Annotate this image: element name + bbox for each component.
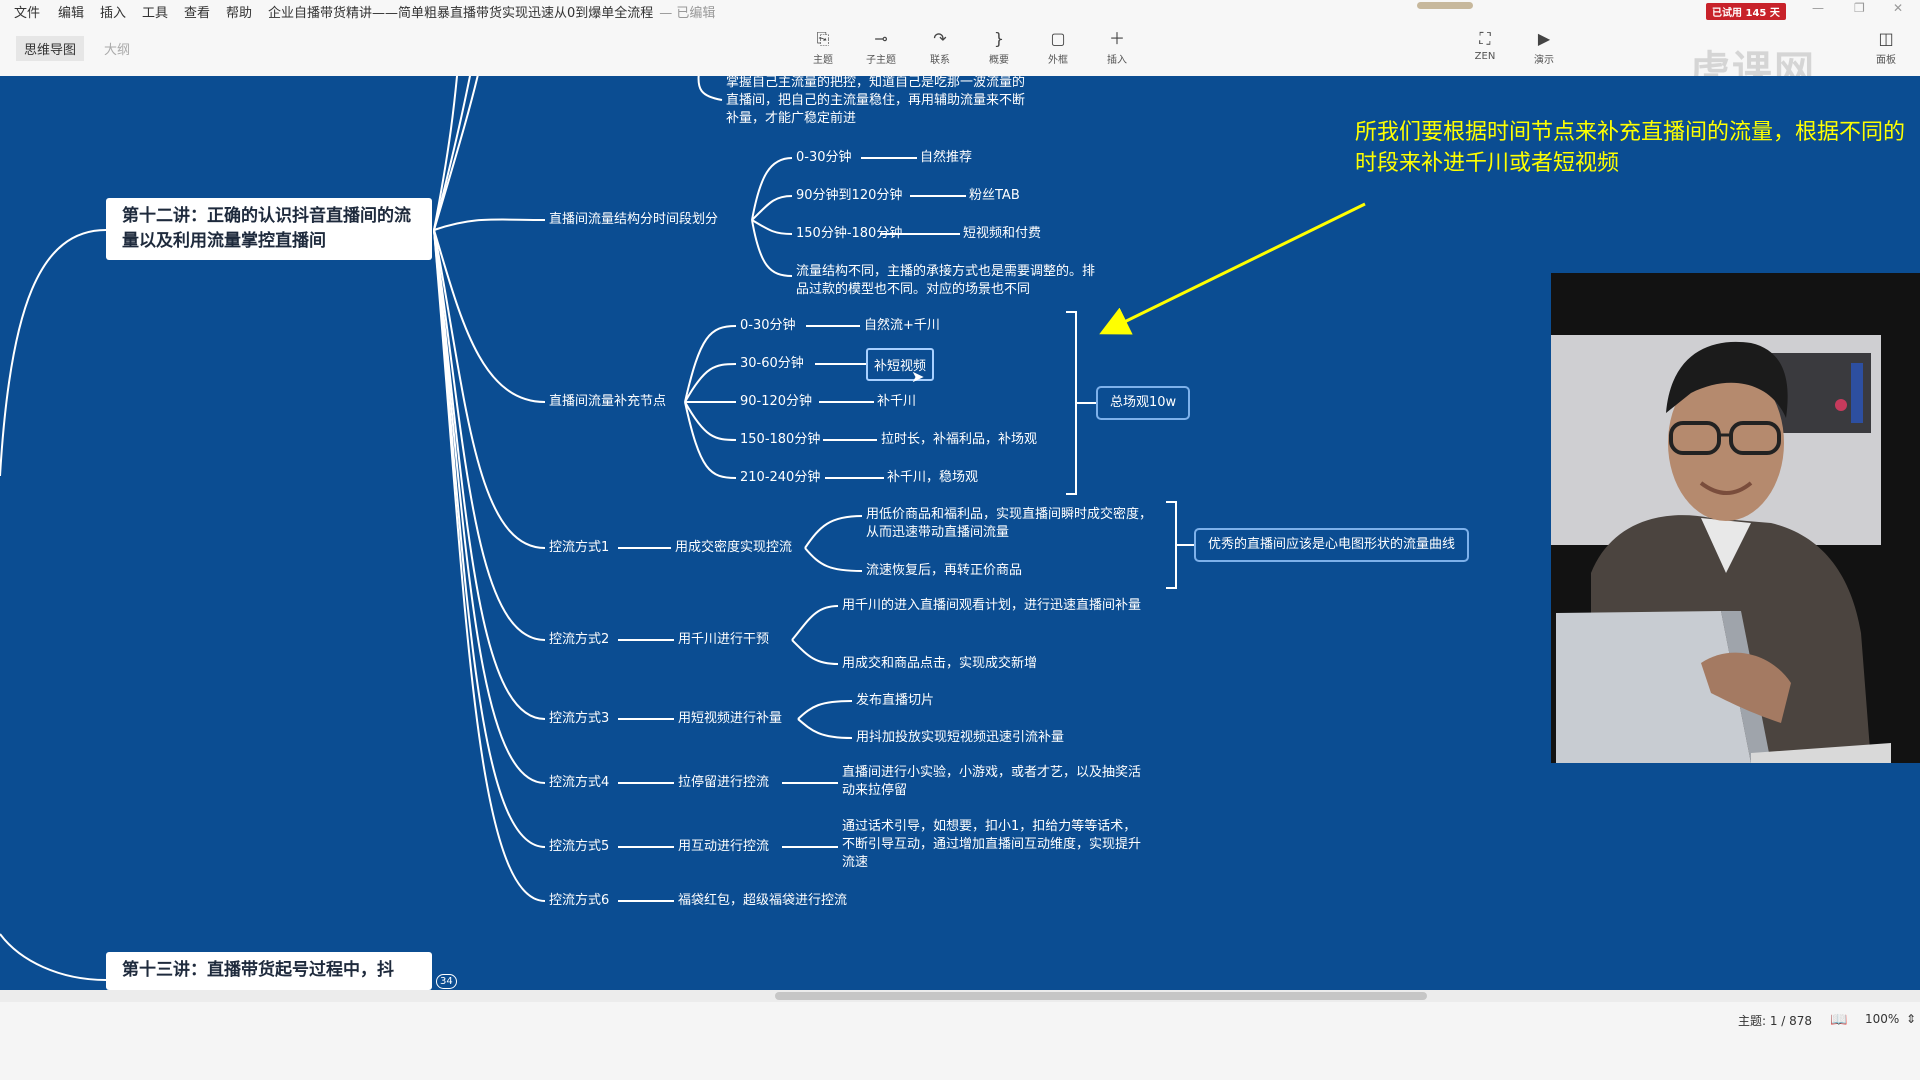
- supplement-time-1[interactable]: 0-30分钟: [740, 318, 796, 333]
- control-6-method[interactable]: 福袋红包，超级福袋进行控流: [678, 893, 848, 908]
- scrollbar-thumb[interactable]: [775, 992, 1427, 1000]
- topic-count: 主题: 1 / 878: [1738, 1014, 1813, 1028]
- control-2-detail-1[interactable]: 用千川的进入直播间观看计划，进行迅速直播间补量: [842, 598, 1142, 613]
- menu-view[interactable]: 查看: [184, 6, 211, 21]
- menu-tools[interactable]: 工具: [142, 6, 169, 21]
- control-4-label[interactable]: 控流方式4: [549, 775, 610, 790]
- subtopic-icon: ⊸: [874, 29, 888, 48]
- supplement-time-4[interactable]: 150-180分钟: [740, 432, 821, 447]
- relation-button[interactable]: ↷联系: [918, 29, 962, 67]
- branch-supplement-label[interactable]: 直播间流量补充节点: [549, 394, 667, 409]
- control-1-detail-2[interactable]: 流速恢复后，再转正价商品: [866, 563, 1023, 578]
- structure-note[interactable]: 流量结构不同，主播的承接方式也是需要调整的。排品过款的模型也不同。对应的场景也不…: [796, 264, 1096, 297]
- control-3-detail-2[interactable]: 用抖加投放实现短视频迅速引流补量: [856, 730, 1065, 745]
- presenter-illustration: [1551, 273, 1920, 763]
- play-icon: ▶: [1537, 29, 1551, 48]
- structure-time-2[interactable]: 90分钟到120分钟: [796, 188, 903, 203]
- structure-time-1[interactable]: 0-30分钟: [796, 150, 852, 165]
- relation-icon: ↷: [933, 29, 947, 48]
- supplement-desc-4[interactable]: 拉时长，补福利品，补场观: [881, 432, 1038, 447]
- yellow-annotation: 所我们要根据时间节点来补充直播间的流量，根据不同的时段来补进千川或者短视频: [1355, 120, 1906, 176]
- plus-icon: ＋: [1108, 29, 1125, 48]
- control-6-label[interactable]: 控流方式6: [549, 893, 610, 908]
- control-1-label[interactable]: 控流方式1: [549, 540, 610, 555]
- book-icon[interactable]: 📖: [1830, 1012, 1848, 1028]
- menu-edit[interactable]: 编辑: [58, 6, 85, 21]
- control-5-label[interactable]: 控流方式5: [549, 839, 610, 854]
- toolbar: 思维导图 大纲 ⎘主题 ⊸子主题 ↷联系 }概要 ▢外框 ＋插入 ⛶ZEN ▶演…: [0, 20, 1920, 94]
- supplement-desc-5[interactable]: 补千川，稳场观: [887, 470, 979, 485]
- insert-button[interactable]: ＋插入: [1095, 29, 1139, 67]
- supplement-time-3[interactable]: 90-120分钟: [740, 394, 813, 409]
- horizontal-scrollbar[interactable]: [0, 990, 1920, 1002]
- structure-time-3[interactable]: 150分钟-180分钟: [796, 226, 903, 241]
- control-1-detail-1[interactable]: 用低价商品和福利品，实现直播间瞬时成交密度，从而迅速带动直播间流量: [866, 507, 1153, 540]
- menu-help[interactable]: 帮助: [226, 6, 253, 21]
- drag-handle[interactable]: [1417, 2, 1473, 9]
- minimize-icon[interactable]: —: [1812, 1, 1824, 15]
- mindmap-canvas[interactable]: 第十二讲：正确的认识抖音直播间的流量以及利用流量掌控直播间 第十三讲：直播带货起…: [0, 76, 1920, 990]
- supplement-time-2[interactable]: 30-60分钟: [740, 356, 804, 371]
- control-4-method[interactable]: 拉停留进行控流: [678, 775, 770, 790]
- trial-badge: 已试用 145 天: [1706, 3, 1786, 20]
- collapsed-count-badge[interactable]: 34: [436, 974, 457, 989]
- presenter-video: [1551, 273, 1920, 763]
- menu-file[interactable]: 文件: [14, 6, 41, 21]
- lecture-13-node[interactable]: 第十三讲：直播带货起号过程中，抖: [106, 952, 432, 990]
- boundary-icon: ▢: [1050, 29, 1066, 48]
- menu-insert[interactable]: 插入: [100, 6, 127, 21]
- supplement-desc-3[interactable]: 补千川: [877, 394, 917, 409]
- control-5-method[interactable]: 用互动进行控流: [678, 839, 770, 854]
- top-note[interactable]: 掌握自己主流量的把控，知道自己是吃那一波流量的直播间，把自己的主流量稳住，再用辅…: [726, 76, 1026, 126]
- control-3-method[interactable]: 用短视频进行补量: [678, 711, 783, 726]
- lecture-12-node[interactable]: 第十二讲：正确的认识抖音直播间的流量以及利用流量掌控直播间: [106, 198, 432, 260]
- save-state: — 已编辑: [659, 6, 716, 21]
- branch-structure-label[interactable]: 直播间流量结构分时间段划分: [549, 212, 719, 227]
- summary-icon: }: [993, 29, 1005, 48]
- supplement-time-5[interactable]: 210-240分钟: [740, 470, 821, 485]
- control-3-label[interactable]: 控流方式3: [549, 711, 610, 726]
- control-2-detail-2[interactable]: 用成交和商品点击，实现成交新增: [842, 656, 1038, 671]
- mouse-cursor-icon: ➤: [911, 367, 925, 386]
- present-button[interactable]: ▶演示: [1522, 29, 1566, 67]
- zoom-level[interactable]: 100%: [1865, 1012, 1900, 1026]
- structure-desc-1[interactable]: 自然推荐: [920, 150, 973, 165]
- topic-button[interactable]: ⎘主题: [801, 29, 845, 67]
- close-icon[interactable]: ✕: [1893, 1, 1904, 15]
- fullscreen-icon: ⛶: [1479, 29, 1491, 48]
- control-2-method[interactable]: 用千川进行干预: [678, 632, 770, 647]
- tab-outline[interactable]: 大纲: [104, 43, 131, 58]
- structure-desc-2[interactable]: 粉丝TAB: [969, 188, 1020, 203]
- control-5-detail[interactable]: 通过话术引导，如想要，扣小1，扣给力等等话术，不断引导互动，通过增加直播间互动维…: [842, 819, 1142, 870]
- subtopic-button[interactable]: ⊸子主题: [859, 29, 903, 67]
- supplement-desc-2-selected[interactable]: 补短视频: [866, 348, 935, 381]
- supplement-summary[interactable]: 总场观10w: [1096, 386, 1191, 420]
- summary-button[interactable]: }概要: [977, 29, 1021, 67]
- document-title: 企业自播带货精讲——简单粗暴直播带货实现迅速从0到爆单全流程— 已编辑: [268, 6, 716, 21]
- structure-desc-3[interactable]: 短视频和付费: [963, 226, 1042, 241]
- zoom-stepper-icon[interactable]: ⇕: [1906, 1012, 1917, 1026]
- panel-icon: ◫: [1878, 29, 1894, 48]
- control-1-summary[interactable]: 优秀的直播间应该是心电图形状的流量曲线: [1194, 528, 1470, 562]
- control-3-detail-1[interactable]: 发布直播切片: [856, 693, 935, 708]
- branch-lines: [0, 76, 1366, 981]
- supplement-desc-1[interactable]: 自然流+千川: [864, 318, 940, 333]
- tab-mindmap[interactable]: 思维导图: [16, 36, 85, 61]
- control-1-method[interactable]: 用成交密度实现控流: [675, 540, 793, 555]
- zen-button[interactable]: ⛶ZEN: [1463, 29, 1507, 63]
- status-bar: 主题: 1 / 878 📖 100% ⇕: [0, 1002, 1920, 1080]
- control-2-label[interactable]: 控流方式2: [549, 632, 610, 647]
- control-4-detail[interactable]: 直播间进行小实验，小游戏，或者才艺，以及抽奖活动来拉停留: [842, 765, 1142, 798]
- restore-icon[interactable]: ❐: [1854, 1, 1865, 15]
- panel-button[interactable]: ◫面板: [1864, 29, 1908, 67]
- topic-icon: ⎘: [816, 29, 830, 48]
- boundary-button[interactable]: ▢外框: [1036, 29, 1080, 67]
- menu-bar: 文件 编辑 插入 工具 查看 帮助 企业自播带货精讲——简单粗暴直播带货实现迅速…: [0, 0, 1920, 21]
